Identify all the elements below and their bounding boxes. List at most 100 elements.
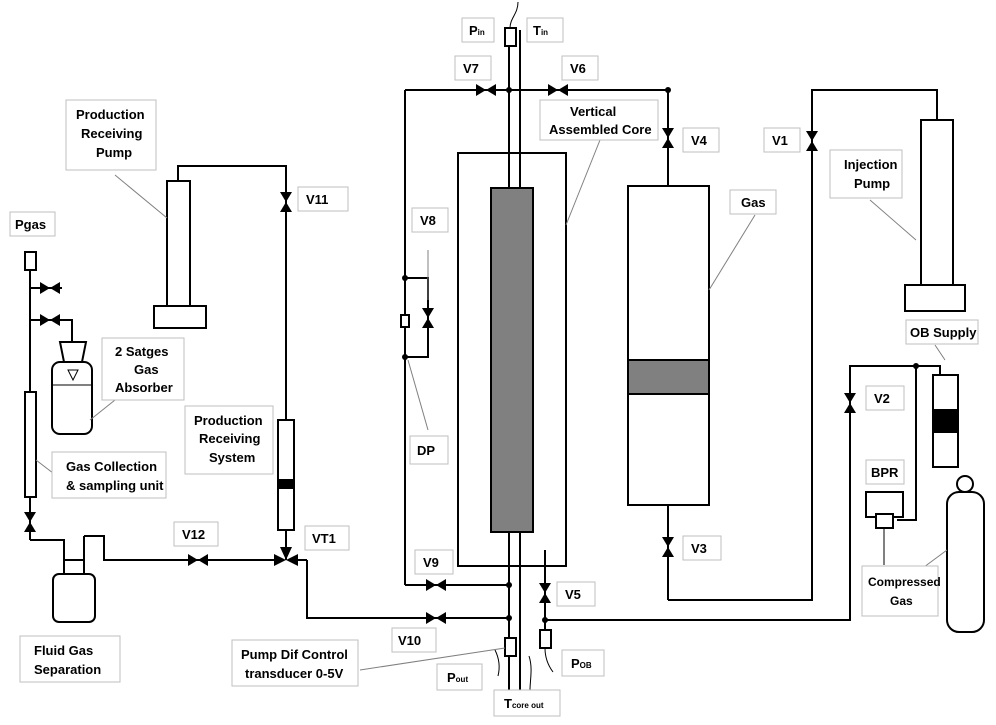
v8-valve[interactable] [422, 308, 434, 328]
v10-valve[interactable] [426, 612, 446, 624]
core-sample [490, 187, 534, 533]
vac-box [539, 99, 659, 141]
ob-piston [932, 409, 959, 433]
injection-line [668, 89, 938, 601]
v12-valve[interactable] [188, 554, 208, 566]
junction [542, 617, 548, 623]
leader-ob [934, 344, 946, 361]
gas-collection-unit [24, 391, 37, 498]
v10-line [306, 560, 509, 619]
v5-valve[interactable] [539, 583, 551, 603]
junction [506, 615, 512, 621]
pgas-label: Pgas [15, 217, 46, 232]
v1-label: V1 [772, 133, 788, 148]
prs-label-2: Receiving [199, 431, 260, 446]
ob-line [545, 365, 941, 621]
compressed-gas-cylinder [946, 491, 985, 633]
v7-valve[interactable] [476, 84, 496, 96]
bpr-label: BPR [871, 465, 899, 480]
production-pump-cylinder [166, 180, 191, 307]
gas-valve-3[interactable] [24, 512, 36, 532]
pdc-label-2: transducer 0-5V [245, 666, 344, 681]
leader-prod-pump [114, 174, 168, 219]
pin-label: Pin [469, 23, 485, 38]
pout-wire [494, 649, 500, 677]
prs-box [184, 405, 274, 475]
pgas-box [9, 211, 56, 237]
prp-label-2: Receiving [81, 126, 142, 141]
v3-label: V3 [691, 541, 707, 556]
vt1-box [304, 525, 350, 551]
injection-pump-base [904, 284, 966, 312]
v4-valve[interactable] [662, 128, 674, 148]
ob-box [905, 319, 979, 345]
gas-absorber [51, 361, 93, 435]
production-pump-base [153, 305, 207, 329]
v7-label: V7 [463, 61, 479, 76]
v4-label: V4 [691, 133, 708, 148]
v11-box [297, 186, 349, 212]
abs-box [101, 337, 185, 401]
leader-gas [708, 214, 756, 291]
branch-2 [30, 319, 73, 342]
vt1-valve[interactable] [274, 547, 298, 566]
gas-valve-2[interactable] [40, 314, 60, 326]
tin-box [526, 17, 564, 43]
v1-valve[interactable] [806, 131, 818, 151]
v11-valve[interactable] [280, 192, 292, 212]
v6-label: V6 [570, 61, 586, 76]
v2-box [865, 385, 905, 411]
dp-label: DP [417, 443, 435, 458]
tco-box [493, 689, 561, 717]
leader-absorber [89, 399, 116, 421]
v10-box [391, 627, 437, 653]
v6-valve[interactable] [548, 84, 568, 96]
v3-valve[interactable] [662, 537, 674, 557]
inj-label-1: Injection [844, 157, 898, 172]
v9-label: V9 [423, 555, 439, 570]
vac-label-2: Assembled Core [549, 122, 652, 137]
v4-box [682, 127, 720, 153]
bpr-box [865, 459, 905, 485]
cg-box [861, 565, 939, 617]
pdc-label-1: Pump Dif Control [241, 647, 348, 662]
v2-label: V2 [874, 391, 890, 406]
gas-valve-1[interactable] [40, 282, 60, 294]
v8-label: V8 [420, 213, 436, 228]
cylinder-valve-knob [956, 475, 974, 493]
pdc-box [231, 639, 359, 687]
v9-valve[interactable] [426, 579, 446, 591]
bpr-port [875, 513, 894, 529]
v1-box [763, 127, 801, 153]
vt1-label: VT1 [312, 531, 336, 546]
production-receiving-piston [278, 479, 294, 489]
gcu-label-1: Gas Collection [66, 459, 157, 474]
junction [665, 87, 671, 93]
v5-label: V5 [565, 587, 581, 602]
cg-label-2: Gas [890, 594, 913, 608]
gas-label: Gas [741, 195, 766, 210]
tin-sensor [504, 27, 517, 47]
prs-label-1: Production [194, 413, 263, 428]
bpr-line [897, 366, 917, 521]
v11-label: V11 [306, 192, 328, 207]
tco-label: Tcore out [504, 696, 544, 711]
production-receiving-cylinder [277, 419, 295, 531]
accumulator-piston [627, 359, 710, 395]
cg-label-1: Compressed [868, 575, 941, 589]
gcu-box [51, 451, 167, 499]
leader-core [565, 139, 601, 226]
pob-sensor [539, 629, 552, 649]
ob-label: OB Supply [910, 325, 977, 340]
vac-label-1: Vertical [570, 104, 616, 119]
absorber-funnel [58, 341, 88, 363]
junction [402, 275, 408, 281]
gas-box [729, 189, 777, 215]
junction [506, 87, 512, 93]
prp-label-1: Production [76, 107, 145, 122]
v2-valve[interactable] [844, 393, 856, 413]
leader-dp [407, 359, 429, 431]
injection-pump-cylinder [920, 119, 954, 286]
pin-box [461, 17, 495, 43]
